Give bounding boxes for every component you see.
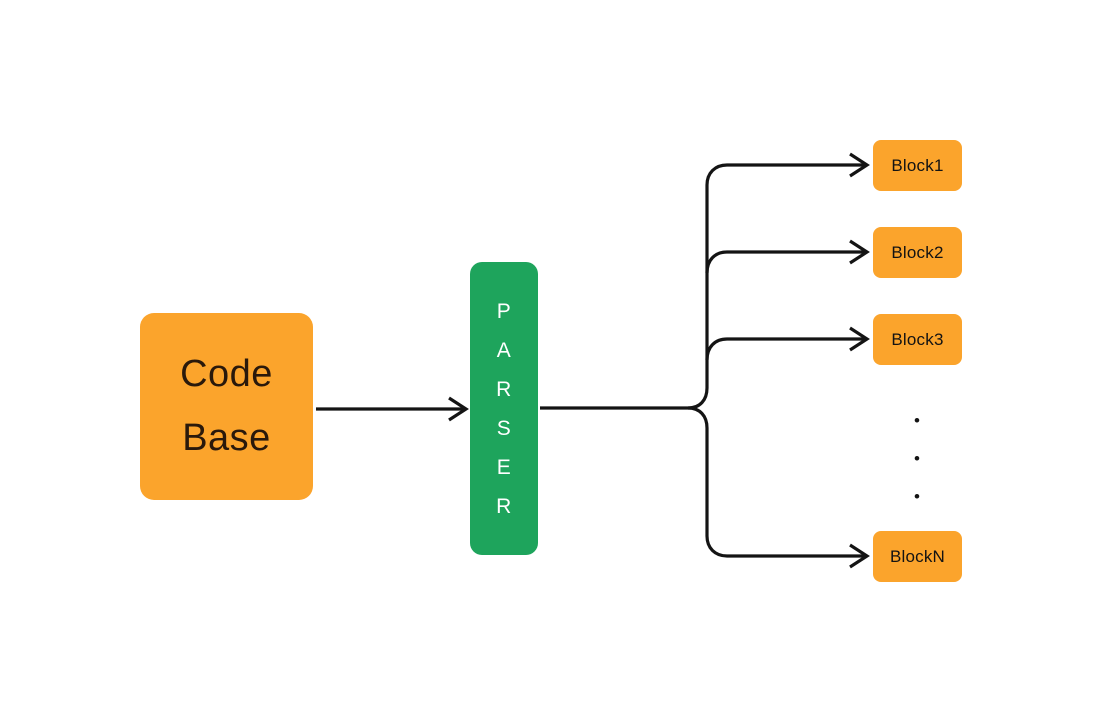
block-label: Block2 [891,242,944,262]
branch-to-block1 [687,163,865,410]
codebase-label-line1: Code [180,353,273,396]
arrowhead-block2 [849,239,870,265]
ellipsis-dot: • [914,411,920,430]
parser-letter: R [496,377,512,401]
codebase-label-line2: Base [182,416,271,459]
parser-letter: A [496,338,512,362]
arrowhead-block1 [849,152,870,178]
parser-node: P A R S E R [470,262,538,555]
parser-letter: R [496,494,512,518]
codebase-node: Code Base [140,313,313,500]
branch-to-block3 [705,337,865,361]
parser-letter: S [496,416,512,440]
block-label: Block3 [891,329,944,349]
arrowhead-block3 [849,326,870,352]
block-node-2: Block2 [873,227,962,278]
block-label: Block1 [891,155,944,175]
arrowhead-blockn [849,543,870,569]
block-label: BlockN [889,546,946,566]
block-node-n: BlockN [873,531,962,582]
branch-to-blockn [687,406,865,558]
arrowhead-codebase-to-parser [448,396,469,422]
block-node-3: Block3 [873,314,962,365]
parser-letter: E [496,455,512,479]
parser-letter: P [496,299,512,323]
branch-to-block2 [705,250,865,274]
ellipsis-dot: • [914,449,920,468]
ellipsis-dot: • [914,487,920,506]
block-node-1: Block1 [873,140,962,191]
